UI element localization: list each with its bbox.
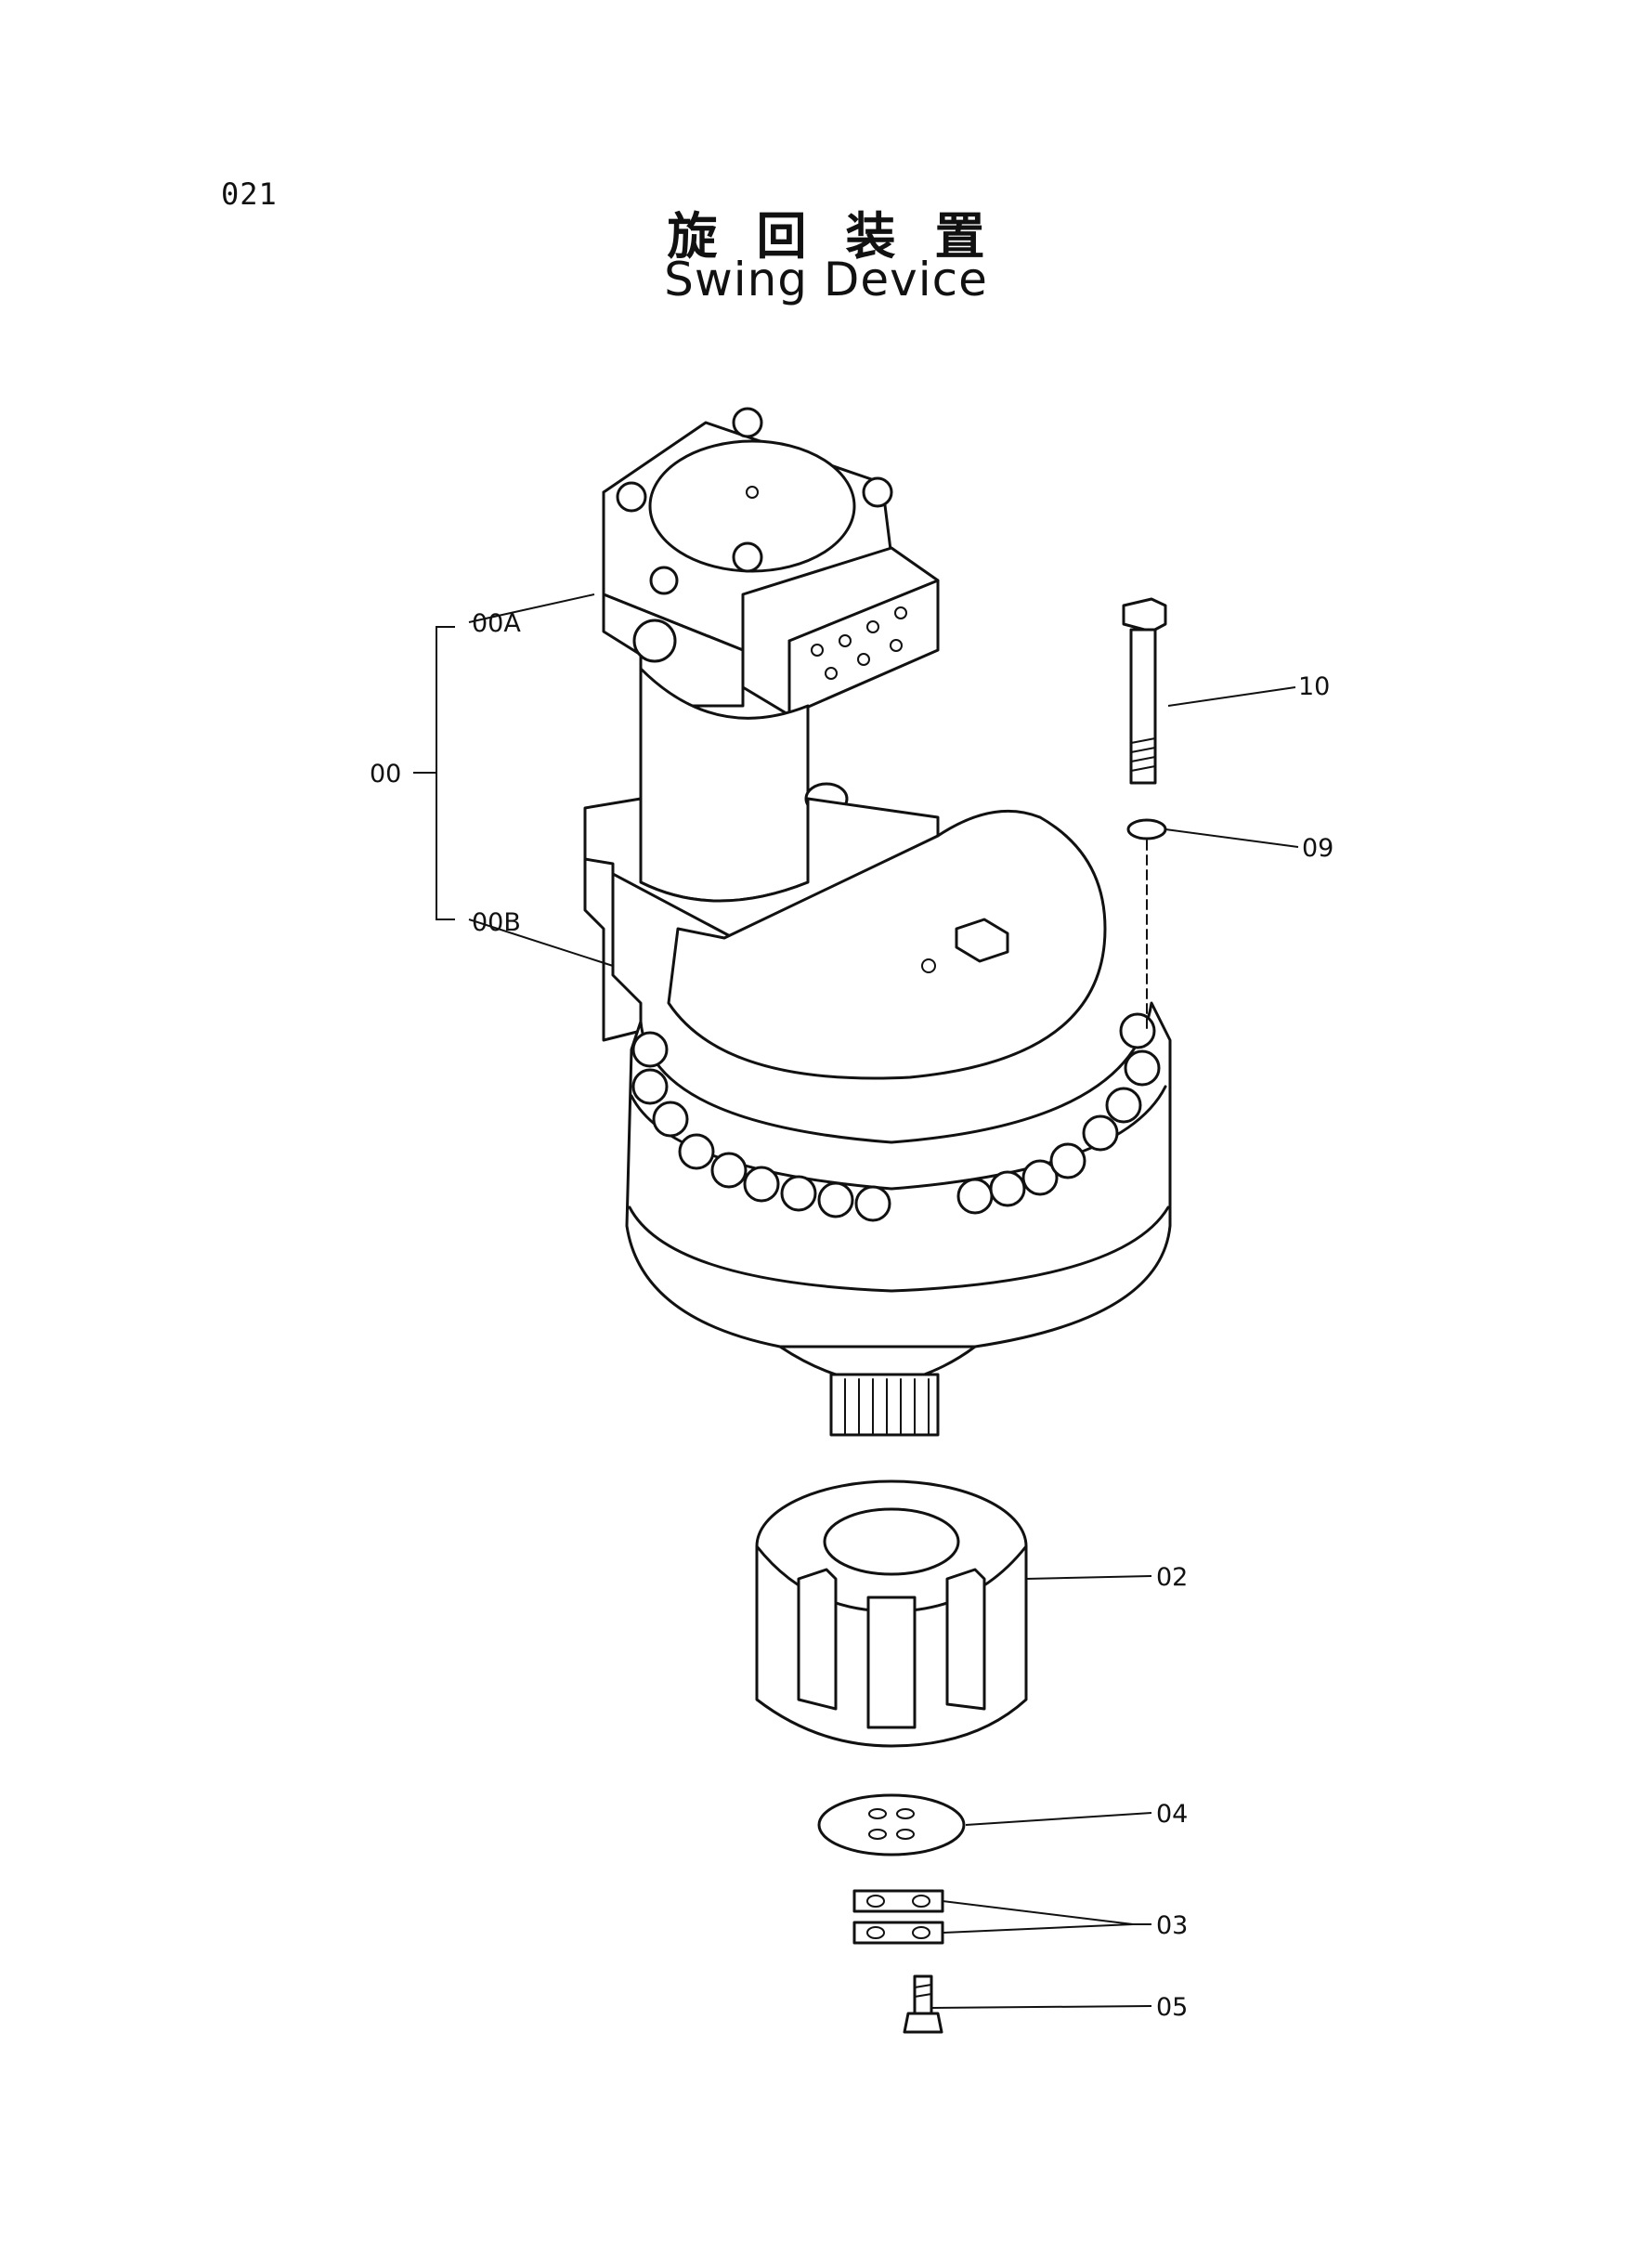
page-title-english: Swing Device <box>664 253 988 306</box>
callout-00A: 00A <box>472 609 521 638</box>
callout-02: 02 <box>1156 1563 1188 1592</box>
flange-bolts <box>631 1012 1161 1222</box>
page-title-japanese: 旋回装置 <box>667 207 1024 266</box>
part-09-washer <box>1126 818 1167 1032</box>
part-04-plate <box>817 1793 966 1857</box>
leader-lines <box>413 593 1299 2009</box>
callout-00: 00 <box>370 760 401 788</box>
callout-03: 03 <box>1156 1911 1188 1940</box>
page-number: 021 <box>221 176 278 212</box>
part-05-screw <box>903 1974 943 2034</box>
part-03-lock-plates <box>852 1889 944 1945</box>
callout-10: 10 <box>1298 672 1330 701</box>
part-02-pinion <box>755 1479 1028 1748</box>
swing-motor-assembly <box>583 407 1172 1437</box>
callout-04: 04 <box>1156 1800 1188 1829</box>
callout-09: 09 <box>1302 834 1333 863</box>
callout-05: 05 <box>1156 1993 1188 2022</box>
callout-00B: 00B <box>472 908 521 937</box>
part-10-bolt <box>1122 597 1167 785</box>
